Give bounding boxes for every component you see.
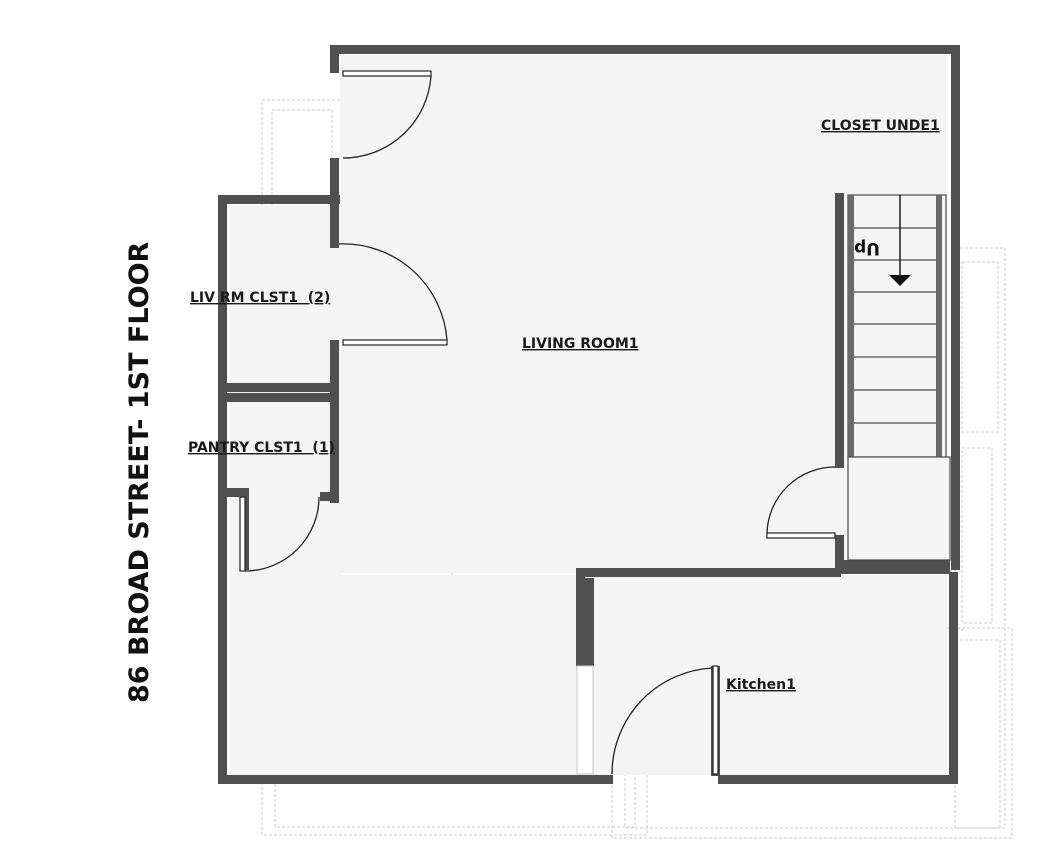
plan-title: 86 BROAD STREET- 1ST FLOOR xyxy=(124,241,155,703)
stair-up-label: Up xyxy=(854,238,880,258)
room-label-pantry-closet: PANTRY CLST1 (1) xyxy=(188,440,335,456)
liv-rm-closet-door xyxy=(338,243,448,346)
stair-arrow-down-icon xyxy=(889,275,911,286)
kitchen-door xyxy=(611,665,719,775)
kitchen-opening xyxy=(576,665,594,775)
room-label-kitchen: Kitchen1 xyxy=(726,677,796,693)
staircase: Up xyxy=(847,194,951,561)
room-label-closet-under: CLOSET UNDE1 xyxy=(821,118,940,134)
room-label-living-room: LIVING ROOM1 xyxy=(522,336,639,352)
front-door xyxy=(342,70,432,159)
pantry-closet-door xyxy=(239,496,320,572)
room-label-liv-rm-closet: LIV RM CLST1 (2) xyxy=(190,290,330,306)
closet-under-door xyxy=(766,466,836,539)
doors xyxy=(239,70,836,775)
